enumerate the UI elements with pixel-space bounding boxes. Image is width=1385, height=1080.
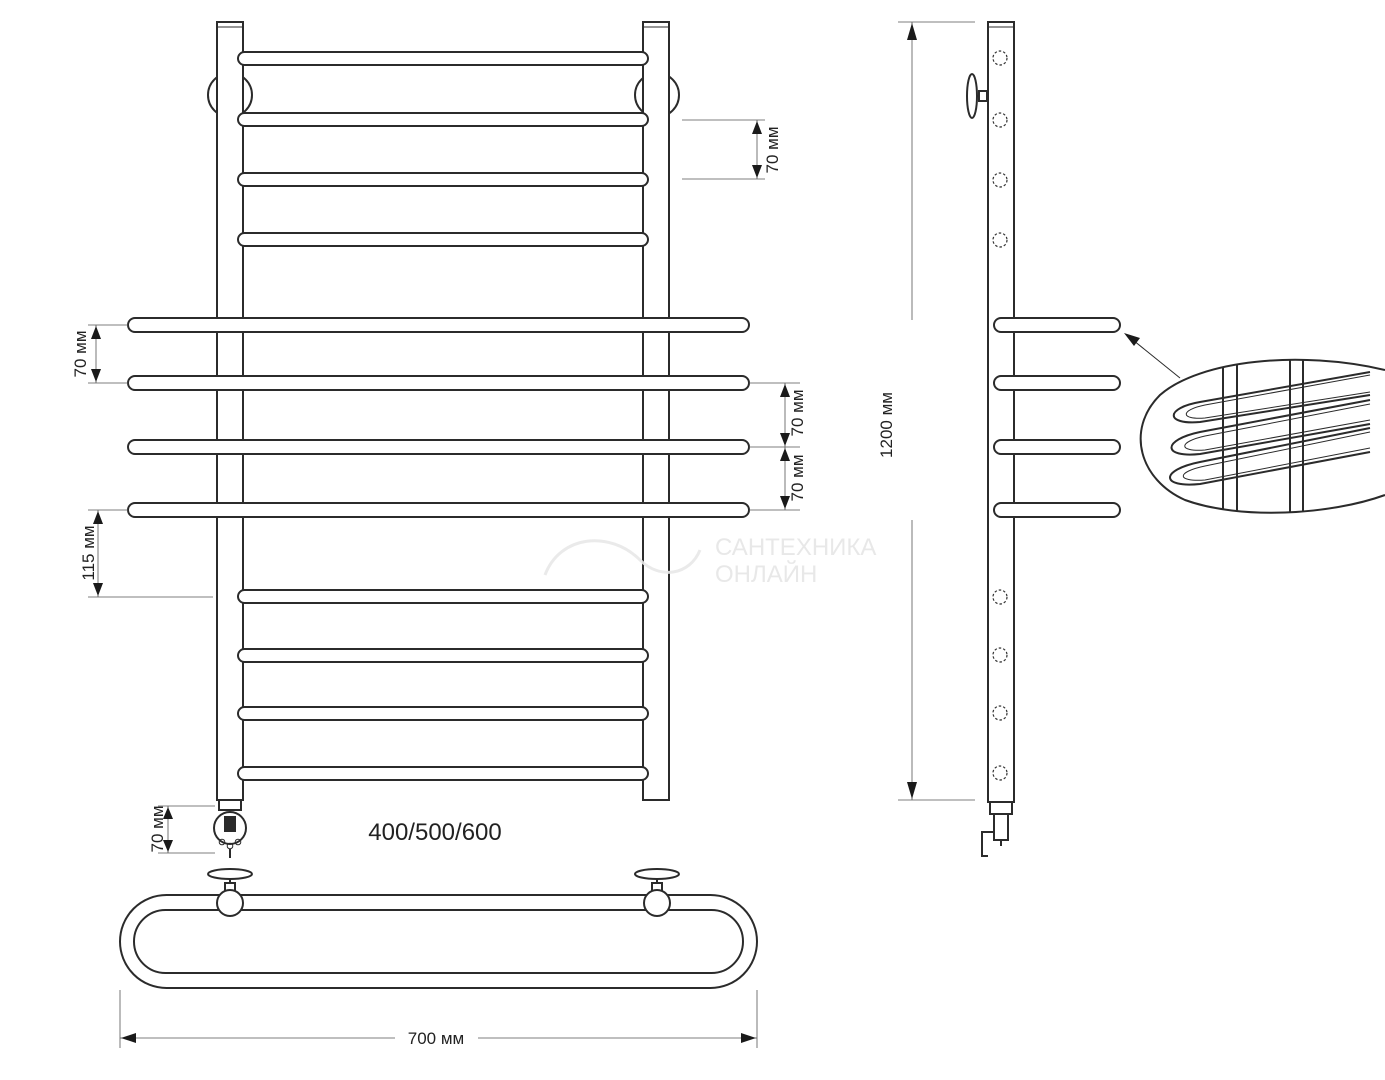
dim-label: 70 мм — [763, 126, 782, 173]
rung — [237, 232, 649, 247]
rung-hole — [992, 647, 1008, 663]
dim-label: 70 мм — [148, 805, 167, 852]
dim-label: 115 мм — [79, 525, 98, 580]
shelf-bars — [127, 317, 750, 518]
rung — [237, 172, 649, 187]
dim-label: 70 мм — [71, 330, 90, 377]
top-view-right-mount — [634, 868, 680, 917]
dim-label: 1200 мм — [877, 392, 896, 458]
rung — [237, 706, 649, 721]
watermark-line1: САНТЕХНИКА — [715, 534, 876, 561]
rung-hole — [992, 705, 1008, 721]
rung — [237, 648, 649, 663]
side-view — [966, 21, 1121, 857]
bottom-rungs — [237, 589, 649, 781]
rung-hole — [992, 172, 1008, 188]
dim-gap-115: 115 мм — [79, 509, 213, 598]
right-upright — [642, 21, 670, 801]
side-shelf-bar — [993, 317, 1121, 333]
width-variants-label: 400/500/600 — [368, 819, 501, 846]
dim-height-1200: 1200 мм — [877, 21, 975, 801]
dim-left-step: 70 мм — [71, 324, 128, 384]
watermark-line2: ОНЛАЙН — [715, 560, 817, 588]
watermark: САНТЕХНИКА ОНЛАЙН — [543, 534, 876, 588]
inner-loop — [133, 909, 744, 974]
shelf-bar — [127, 317, 750, 333]
rung-hole — [992, 765, 1008, 781]
side-wall-mount — [966, 73, 988, 119]
dim-label: 70 мм — [788, 389, 807, 436]
dim-right-steps: 70 мм 70 мм — [749, 382, 807, 511]
detail-callout — [1124, 333, 1385, 514]
side-shelf-bar — [993, 375, 1121, 391]
side-shelf-bar — [993, 439, 1121, 455]
rung — [237, 112, 649, 127]
dim-heater: 70 мм — [148, 805, 215, 854]
detail-outline — [1139, 358, 1385, 514]
rung-hole — [992, 589, 1008, 605]
rung — [237, 589, 649, 604]
side-upright — [987, 21, 1015, 803]
top-rungs — [237, 51, 649, 247]
side-shelf-bar — [993, 502, 1121, 518]
rung-hole — [992, 50, 1008, 66]
rung-hole — [992, 112, 1008, 128]
rung — [237, 51, 649, 66]
dim-label: 700 мм — [408, 1029, 464, 1048]
shelf-bar — [127, 439, 750, 455]
rung-hole — [992, 232, 1008, 248]
rung — [237, 766, 649, 781]
dim-label: 70 мм — [788, 454, 807, 501]
shelf-bar — [127, 375, 750, 391]
shelf-bar — [127, 502, 750, 518]
front-view — [127, 21, 750, 858]
left-upright — [216, 21, 244, 801]
dim-top-step: 70 мм — [682, 119, 782, 180]
side-heater — [981, 801, 1013, 857]
dim-width-700: 700 мм — [119, 990, 758, 1048]
heater-head — [213, 799, 247, 858]
top-view — [119, 868, 758, 989]
top-view-left-mount — [207, 868, 253, 917]
